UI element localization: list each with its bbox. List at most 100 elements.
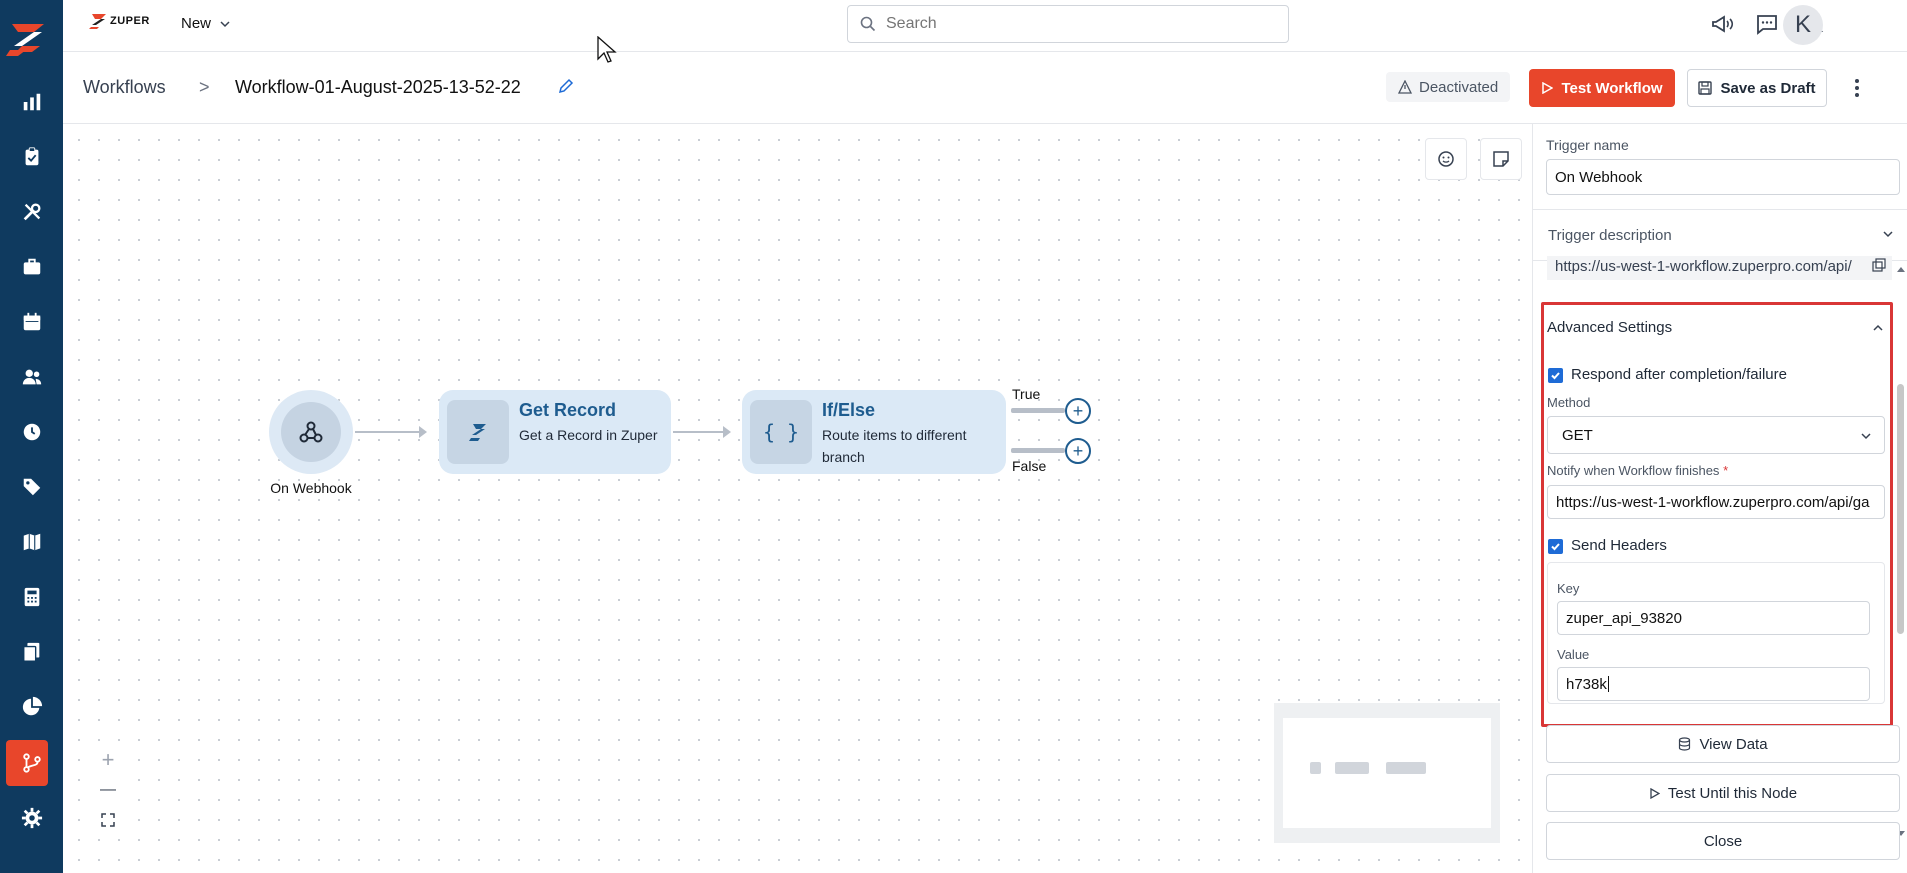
view-data-button[interactable]: View Data bbox=[1546, 725, 1900, 763]
advanced-settings-title[interactable]: Advanced Settings bbox=[1547, 319, 1673, 336]
sidebar-item-timesheets[interactable] bbox=[0, 409, 63, 455]
breadcrumb-workflows[interactable]: Workflows bbox=[83, 77, 166, 97]
search-box[interactable] bbox=[847, 5, 1289, 43]
new-menu-label: New bbox=[181, 15, 212, 32]
get-record-node[interactable]: Get Record Get a Record in Zuper bbox=[439, 390, 671, 474]
checkmark-icon bbox=[1551, 372, 1560, 380]
announcements-icon[interactable] bbox=[1709, 11, 1735, 37]
notify-url-input[interactable]: https://us-west-1-workflow.zuperpro.com/… bbox=[1547, 485, 1885, 519]
search-icon bbox=[860, 16, 876, 32]
sidebar-item-calendar[interactable] bbox=[0, 299, 63, 345]
chevron-up-icon[interactable] bbox=[1872, 322, 1884, 334]
avatar[interactable]: K bbox=[1783, 5, 1823, 45]
status-badge: Deactivated bbox=[1386, 72, 1511, 102]
zoom-controls: + — bbox=[93, 745, 123, 835]
sidebar-item-projects[interactable] bbox=[0, 244, 63, 290]
add-true-node-button[interactable]: + bbox=[1065, 398, 1091, 424]
sidebar-item-workflows[interactable] bbox=[0, 740, 63, 786]
webhook-url-text: https://us-west-1-workflow.zuperpro.com/… bbox=[1555, 258, 1852, 275]
brand-text: ZUPER bbox=[110, 15, 150, 27]
true-branch-label: True bbox=[1012, 386, 1041, 402]
notify-label: Notify when Workflow finishes * bbox=[1547, 463, 1729, 478]
sidebar-item-map[interactable] bbox=[0, 519, 63, 565]
copy-icon[interactable] bbox=[1872, 258, 1886, 272]
database-icon bbox=[1679, 737, 1691, 751]
test-until-node-button[interactable]: Test Until this Node bbox=[1546, 774, 1900, 812]
sidebar-item-services[interactable] bbox=[0, 189, 63, 235]
panel-scrollbar[interactable] bbox=[1895, 264, 1907, 854]
brand-logo[interactable]: ZUPER bbox=[89, 10, 150, 32]
braces-icon: { } bbox=[750, 400, 812, 464]
header-key-input[interactable]: zuper_api_93820 bbox=[1557, 601, 1870, 635]
clock-icon bbox=[23, 423, 40, 441]
search-input[interactable] bbox=[886, 15, 1266, 33]
workflow-title: Workflow-01-August-2025-13-52-22 bbox=[235, 77, 521, 97]
trigger-description-toggle[interactable]: Trigger description bbox=[1533, 209, 1907, 261]
more-options-icon[interactable] bbox=[1845, 74, 1869, 102]
sidebar-item-analytics[interactable] bbox=[0, 684, 63, 730]
sidebar-item-reports[interactable] bbox=[0, 79, 63, 125]
zoom-out-button[interactable]: — bbox=[93, 775, 123, 805]
chevron-down-icon bbox=[220, 20, 230, 27]
header-value-input[interactable]: h738k bbox=[1557, 667, 1870, 701]
test-workflow-button[interactable]: Test Workflow bbox=[1529, 69, 1675, 107]
trigger-node[interactable] bbox=[269, 390, 353, 474]
plus-icon: + bbox=[1072, 401, 1084, 421]
checkmark-icon bbox=[1551, 543, 1560, 551]
view-data-label: View Data bbox=[1699, 735, 1768, 753]
users-icon bbox=[22, 369, 41, 385]
trigger-name-label: Trigger name bbox=[1546, 137, 1629, 153]
left-nav-rail bbox=[0, 0, 63, 873]
trigger-name-input[interactable]: On Webhook bbox=[1546, 159, 1900, 195]
trigger-description-label: Trigger description bbox=[1548, 226, 1672, 244]
key-label: Key bbox=[1557, 581, 1580, 596]
sidebar-item-customers[interactable] bbox=[0, 354, 63, 400]
sidebar-item-settings[interactable] bbox=[0, 795, 63, 841]
false-branch-line bbox=[1011, 448, 1065, 453]
zuper-mark-icon bbox=[89, 14, 106, 29]
add-false-node-button[interactable]: + bbox=[1065, 438, 1091, 464]
sticky-note-icon bbox=[1493, 151, 1509, 167]
calendar-icon bbox=[23, 312, 40, 331]
get-record-title: Get Record bbox=[519, 400, 617, 420]
play-icon bbox=[1542, 82, 1554, 94]
map-icon bbox=[23, 533, 40, 551]
workflow-canvas[interactable]: On Webhook Get Record Get a Record in Zu… bbox=[63, 124, 1532, 873]
sidebar-item-documents[interactable] bbox=[0, 629, 63, 675]
sidebar-item-invoices[interactable] bbox=[0, 574, 63, 620]
chevron-down-icon bbox=[1861, 433, 1871, 440]
auto-layout-button[interactable] bbox=[1425, 138, 1467, 180]
clipboard-icon bbox=[25, 147, 38, 166]
status-text: Deactivated bbox=[1419, 78, 1499, 96]
webhook-url-field[interactable]: https://us-west-1-workflow.zuperpro.com/… bbox=[1547, 256, 1892, 280]
respond-label: Respond after completion/failure bbox=[1571, 366, 1787, 383]
respond-checkbox[interactable] bbox=[1548, 368, 1563, 383]
send-headers-checkbox[interactable] bbox=[1548, 539, 1563, 554]
close-button[interactable]: Close bbox=[1546, 822, 1900, 860]
documents-icon bbox=[22, 642, 39, 662]
trigger-node-label: On Webhook bbox=[270, 480, 352, 496]
pie-chart-icon bbox=[22, 696, 42, 716]
minimap[interactable] bbox=[1274, 703, 1500, 843]
calculator-icon bbox=[24, 587, 39, 607]
sidebar-item-pricing[interactable] bbox=[0, 464, 63, 510]
method-value: GET bbox=[1562, 426, 1593, 444]
zoom-in-button[interactable]: + bbox=[93, 745, 123, 775]
method-select[interactable]: GET bbox=[1547, 416, 1885, 454]
zuper-logo-icon[interactable] bbox=[4, 18, 50, 58]
if-else-node[interactable]: { } If/Else Route items to different bra… bbox=[742, 390, 1006, 474]
chat-icon[interactable] bbox=[1754, 11, 1780, 37]
new-menu-button[interactable]: New bbox=[181, 15, 231, 32]
sidebar-item-jobs[interactable] bbox=[0, 134, 63, 180]
save-draft-button[interactable]: Save as Draft bbox=[1687, 69, 1827, 107]
node-config-panel: Trigger name On Webhook Trigger descript… bbox=[1532, 124, 1907, 873]
sticky-note-button[interactable] bbox=[1480, 138, 1522, 180]
play-icon bbox=[1650, 787, 1660, 799]
false-branch-label: False bbox=[1012, 458, 1047, 474]
pencil-edit-icon[interactable] bbox=[558, 78, 574, 94]
workflow-header: Workflows > Workflow-01-August-2025-13-5… bbox=[63, 52, 1907, 124]
fit-view-button[interactable] bbox=[93, 805, 123, 835]
test-until-node-label: Test Until this Node bbox=[1667, 784, 1798, 802]
briefcase-icon bbox=[23, 258, 40, 275]
